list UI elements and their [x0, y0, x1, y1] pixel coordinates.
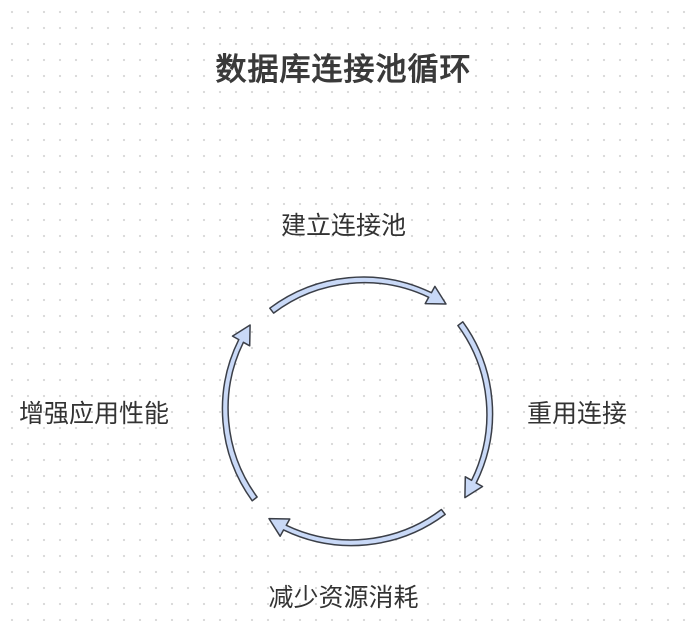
stage-label-bottom: 减少资源消耗 [268, 583, 419, 612]
diagram-title: 数据库连接池循环 [215, 52, 472, 88]
cycle-arrow-bottom-left [268, 508, 446, 547]
cycle-arrow-right-bottom [457, 321, 494, 499]
stage-label-left: 增强应用性能 [19, 399, 170, 428]
stage-label-top: 建立连接池 [280, 211, 406, 240]
stage-label-right: 重用连接 [527, 399, 628, 428]
cycle-arrow-top-right [269, 276, 447, 314]
cycle-arrow-left-top [221, 324, 258, 502]
